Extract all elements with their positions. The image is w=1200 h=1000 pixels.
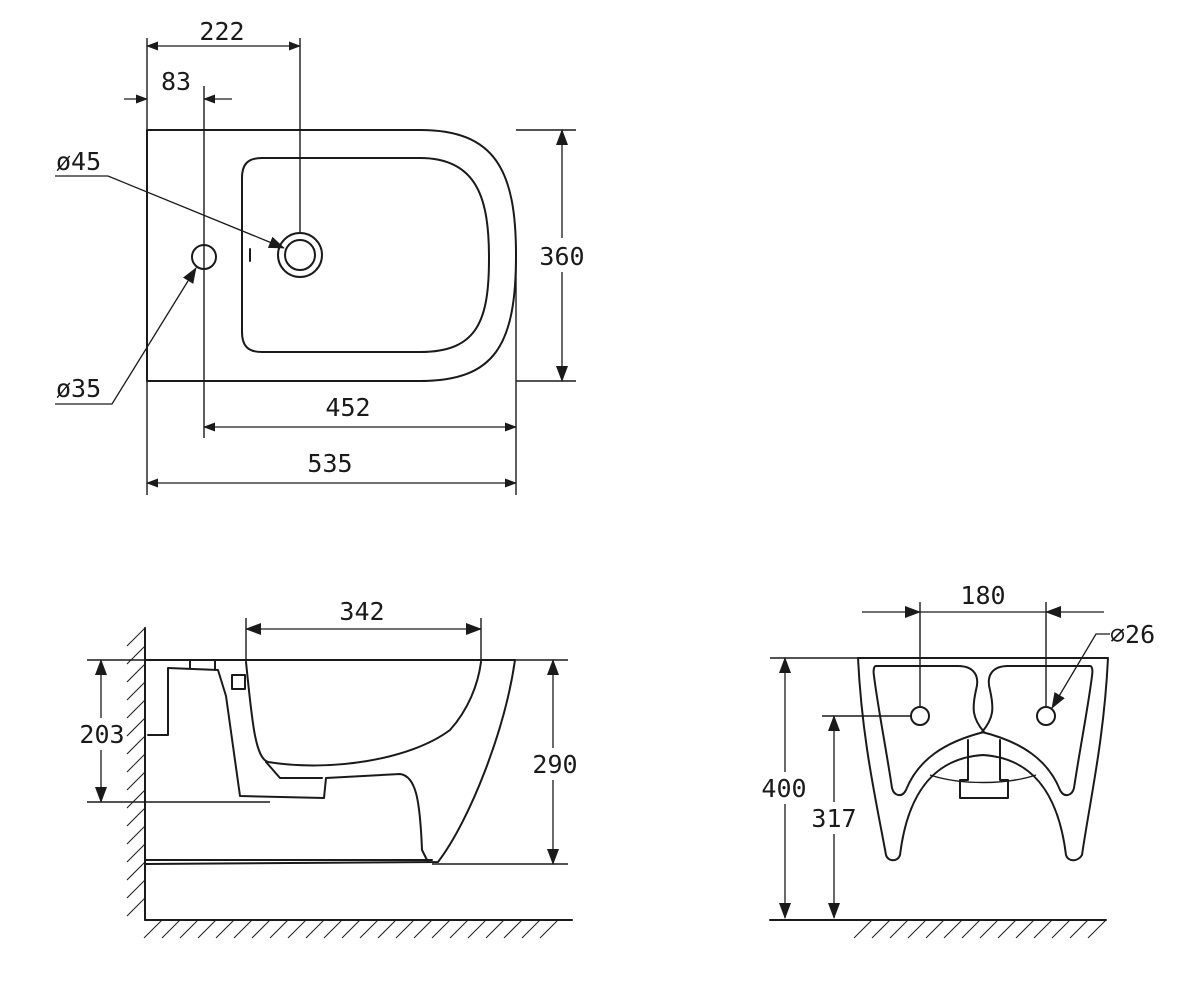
wall-hatching [126, 627, 146, 917]
leader-waste-hole [55, 267, 197, 405]
fixing-hole-right [1036, 706, 1056, 726]
dim-label-fixing-diameter: ∅26 [1110, 620, 1155, 649]
leader-tap-hole [55, 175, 285, 249]
dim-label-waste-offset: 83 [161, 67, 191, 96]
dim-label-tap-hole-diameter: ø45 [56, 147, 101, 176]
dim-label-depth: 360 [539, 242, 584, 271]
side-view-bowl [245, 661, 482, 767]
side-view-waste-channel [265, 761, 323, 779]
dim-label-bowl-opening: 342 [339, 597, 384, 626]
top-view: 222 83 ø45 ø35 360 452 535 [55, 17, 588, 495]
rear-view-waste-outlet [959, 739, 1009, 799]
dim-label-fixing-height: 317 [811, 804, 856, 833]
rear-view-bowl-edge [929, 774, 1037, 784]
fixing-hole-left [910, 706, 930, 726]
label-backdrop [808, 802, 860, 834]
side-view-inner-contour [147, 667, 429, 863]
tap-hole-inner [284, 239, 316, 271]
floor-hatching [143, 919, 559, 939]
side-view-body-outline [144, 659, 516, 865]
rear-view: 180 ∅26 400 317 [758, 581, 1155, 939]
floor-hatching [853, 919, 1107, 939]
dim-label-fixing-spacing: 180 [960, 581, 1005, 610]
rear-view-left-window [872, 665, 985, 796]
label-backdrop [78, 718, 126, 750]
top-view-bowl-rim [241, 157, 490, 353]
dim-label-tap-hole-offset: 222 [199, 17, 244, 46]
dim-label-total-height: 290 [532, 750, 577, 779]
rear-view-outline [857, 657, 1109, 862]
label-backdrop [529, 748, 579, 780]
label-backdrop [536, 238, 588, 272]
dim-label-total-length: 535 [307, 449, 352, 478]
dim-label-waste-diameter: ø35 [56, 374, 101, 403]
side-view: 342 203 290 [78, 597, 579, 939]
dim-label-total-height: 400 [761, 774, 806, 803]
leader-fixing-hole [1051, 633, 1110, 709]
overflow-outlet [231, 674, 246, 690]
dim-label-fixing-height: 203 [79, 720, 124, 749]
label-backdrop [758, 772, 810, 804]
dim-label-bowl-length: 452 [325, 393, 370, 422]
rear-view-right-window [981, 665, 1094, 796]
